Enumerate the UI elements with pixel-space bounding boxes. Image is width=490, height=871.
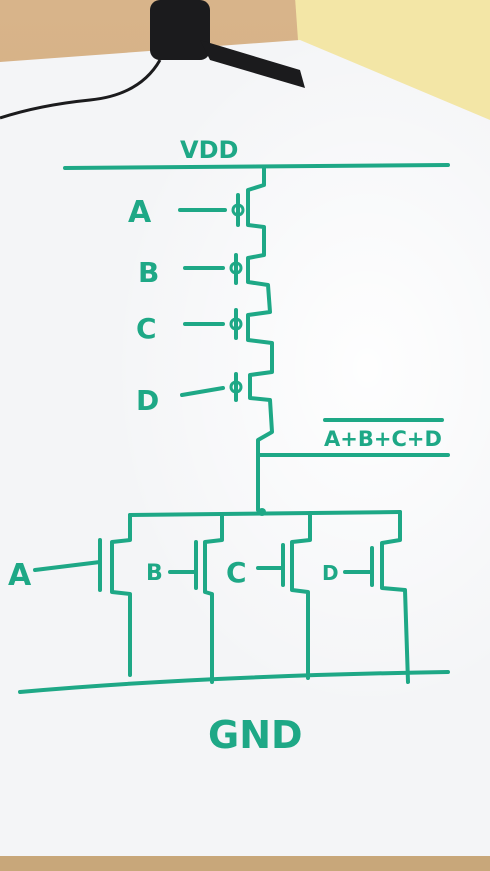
- nmos-label-a: A: [8, 558, 32, 593]
- gnd-rail: [18, 670, 450, 694]
- nmos-a: [110, 513, 132, 677]
- nmos-input-a-wire: [33, 560, 102, 572]
- gnd-label: GND: [208, 713, 303, 757]
- pmos-series-stack: [246, 166, 274, 512]
- device-body: [150, 0, 210, 60]
- nmos-d: [380, 510, 410, 684]
- pmos-bubble-b: [229, 261, 243, 275]
- pmos-label-b: B: [138, 256, 159, 289]
- device-strap: [200, 40, 305, 88]
- whiteboard-tray: [0, 856, 490, 871]
- nmos-label-c: C: [226, 556, 247, 589]
- output-label: A+B+C+D: [324, 427, 442, 451]
- nmos-b: [203, 513, 224, 684]
- nmos-label-d: D: [322, 561, 339, 585]
- pmos-bubble-c: [229, 317, 243, 331]
- pmos-input-d-wire: [180, 386, 225, 397]
- vdd-label: VDD: [180, 136, 238, 164]
- nmos-c: [290, 511, 312, 680]
- vdd-rail: [63, 163, 450, 170]
- pmos-label-c: C: [136, 312, 157, 345]
- pmos-label-a: A: [128, 195, 152, 230]
- pmos-bubble-d: [229, 380, 243, 394]
- nmos-label-b: B: [146, 561, 163, 586]
- cable: [0, 59, 162, 120]
- pmos-label-d: D: [136, 384, 159, 417]
- pmos-bubble-a: [231, 203, 245, 217]
- output-junction: [258, 508, 266, 516]
